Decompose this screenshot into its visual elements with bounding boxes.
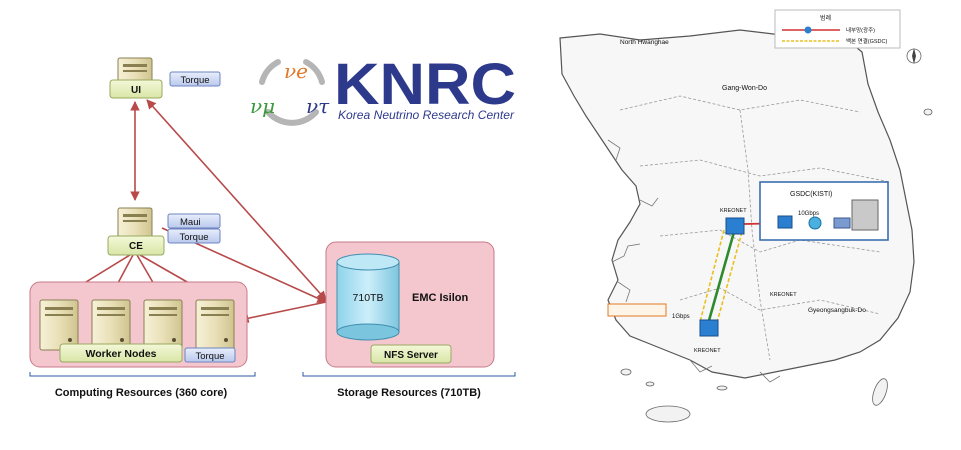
map-legend: 범례 내부망(광주) 백본 연결(GSDC) (774, 9, 901, 49)
server-cluster-icon (851, 199, 879, 231)
storage-caption: Storage Resources (710TB) (337, 387, 481, 399)
storage-cylinder-icon (336, 253, 400, 341)
ui-label-box (109, 79, 163, 99)
kisti-datacenter: GSDC(KISTI) 10Gbps (759, 181, 889, 241)
node-bottom-label: KREONET (694, 348, 721, 354)
ce-server: CE Maui Torque (107, 207, 221, 256)
computing-caption: Computing Resources (360 core) (55, 387, 228, 399)
network-node-top: KREONET (720, 208, 747, 235)
islands (620, 108, 933, 423)
arrow-ui-to-storage (146, 99, 327, 301)
worker-node-3 (143, 299, 183, 351)
storage-capacity-label: 710TB (353, 292, 384, 304)
nu-e-symbol: νe (284, 59, 308, 83)
ce-label-box (107, 235, 165, 256)
storage-resources: 710TB EMC Isilon NFS Server (325, 241, 495, 368)
link-yellow-2 (715, 231, 743, 327)
knrc-subtitle: Korea Neutrino Research Center (338, 108, 515, 122)
worker-node-4 (195, 299, 235, 351)
worker-node-servers (39, 299, 235, 351)
region-annotation-box (607, 303, 667, 317)
workers-torque-label: Torque (195, 351, 224, 362)
ce-maui-box (167, 213, 221, 229)
caption-brackets (29, 372, 516, 377)
ui-server: UI Torque (109, 57, 221, 99)
ce-maui-label: Maui (180, 217, 201, 228)
map-label-north: North Hwanghae (620, 39, 669, 46)
ce-server-tower (117, 207, 153, 239)
nfs-server-label: NFS Server (384, 350, 438, 361)
link-yellow-1 (699, 229, 725, 323)
neutrino-circle-icon (259, 59, 325, 126)
arrow-storage-to-workers (239, 301, 327, 323)
legend-item-1: 내부망(광주) (846, 26, 875, 34)
legend-title: 범례 (820, 14, 831, 22)
compass-icon (906, 48, 922, 64)
worker-nodes-label: Worker Nodes (86, 348, 157, 360)
nfs-server-label-box (370, 344, 452, 364)
map-label-gangwon: Gang-Won-Do (722, 85, 767, 92)
ce-torque-box (167, 228, 221, 244)
bandwidth-label-2: 1Gbps (672, 314, 690, 320)
link-green (706, 231, 736, 325)
storage-rack-icon (833, 217, 851, 229)
worker-node-2 (91, 299, 131, 351)
storage-name-label: EMC Isilon (412, 292, 469, 304)
switch-icon (808, 216, 822, 230)
kisti-label: GSDC(KISTI) (790, 191, 832, 198)
workers-torque-box (184, 347, 236, 363)
ui-label: UI (131, 85, 141, 96)
korea-landmass (559, 29, 915, 379)
nu-mu-symbol: νμ (250, 94, 275, 118)
computing-resources: Worker Nodes Torque (29, 281, 248, 368)
node-top-label: KREONET (720, 208, 747, 214)
ui-torque-label: Torque (180, 75, 209, 86)
ce-label: CE (129, 241, 143, 252)
ui-torque-box (169, 71, 221, 87)
korea-link-label: KREONET (770, 292, 797, 298)
router-icon (777, 215, 793, 229)
knrc-wordmark: KNRC (334, 52, 516, 117)
nu-tau-symbol: ντ (306, 94, 330, 118)
cluster-diagram: UI Torque CE Maui Torque (29, 57, 516, 399)
map-label-gyeongsang: Gyeongsangbuk-Do (808, 307, 866, 314)
knrc-logo: νe νμ ντ KNRC Korea Neutrino Research Ce… (250, 52, 516, 126)
legend-item-2: 백본 연결(GSDC) (846, 37, 887, 45)
ce-torque-label: Torque (179, 232, 208, 243)
worker-node-1 (39, 299, 79, 351)
coastline-detail (607, 139, 781, 383)
network-node-bottom: KREONET (694, 319, 721, 354)
bandwidth-label-1: 10Gbps (798, 211, 819, 217)
province-boundaries (619, 95, 891, 361)
korea-network-map: North Hwanghae Gang-Won-Do Gyeongsangbuk… (550, 9, 948, 430)
worker-nodes-label-box (59, 343, 183, 363)
